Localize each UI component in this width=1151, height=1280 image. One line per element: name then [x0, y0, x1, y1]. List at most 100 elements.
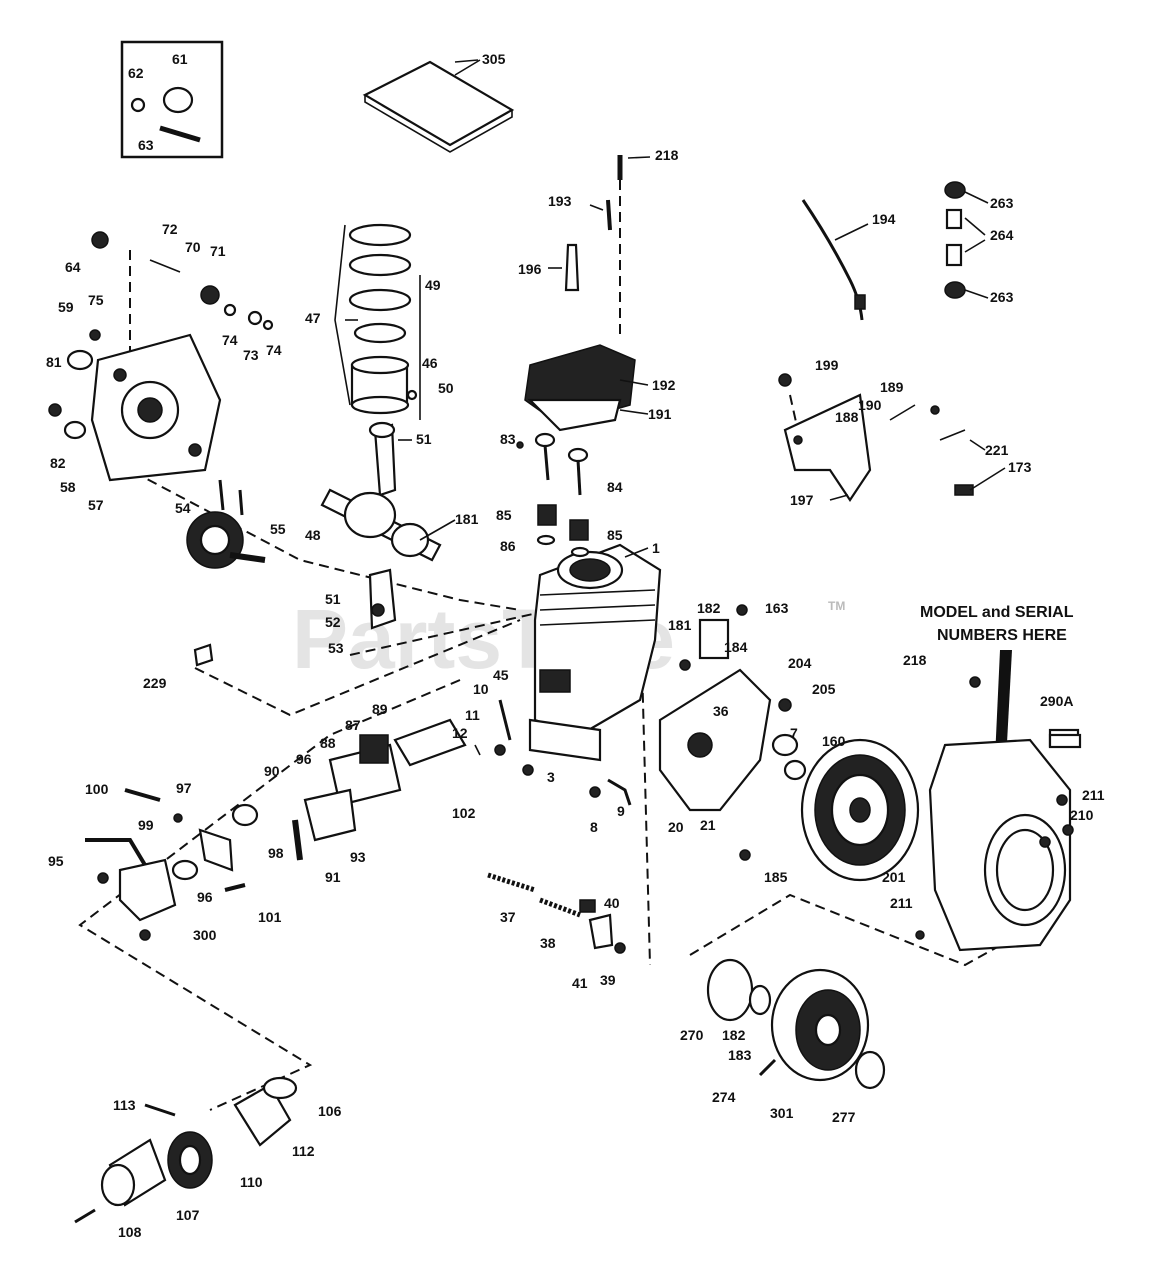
label-12: 12	[452, 725, 468, 741]
label-82: 82	[50, 455, 66, 471]
label-101: 101	[258, 909, 282, 925]
label-182-a: 182	[697, 600, 721, 616]
label-185: 185	[764, 869, 788, 885]
label-182-b: 182	[722, 1027, 746, 1043]
label-7: 7	[790, 725, 798, 741]
label-274: 274	[712, 1089, 736, 1105]
label-264: 264	[990, 227, 1014, 243]
label-91: 91	[325, 869, 341, 885]
label-112: 112	[292, 1143, 315, 1159]
label-62: 62	[128, 65, 144, 81]
label-50: 50	[438, 380, 454, 396]
label-99: 99	[138, 817, 154, 833]
label-63: 63	[138, 137, 154, 153]
label-20: 20	[668, 819, 684, 835]
label-71: 71	[210, 243, 226, 259]
label-38: 38	[540, 935, 556, 951]
label-81: 81	[46, 354, 62, 370]
label-40: 40	[604, 895, 620, 911]
gasket-set-305	[362, 59, 515, 153]
label-106: 106	[318, 1103, 342, 1119]
label-100: 100	[85, 781, 109, 797]
label-221: 221	[985, 442, 1009, 458]
serial-note-line2: NUMBERS HERE	[937, 627, 1067, 644]
label-181-a: 181	[455, 511, 479, 527]
label-98: 98	[268, 845, 284, 861]
label-11: 11	[465, 707, 480, 723]
label-59: 59	[58, 299, 74, 315]
label-211-a: 211	[1082, 787, 1105, 803]
label-218-b: 218	[903, 652, 927, 668]
label-204: 204	[788, 655, 812, 671]
watermark-trademark: TM	[828, 599, 845, 613]
label-53: 53	[328, 640, 344, 656]
label-85-b: 85	[607, 527, 623, 543]
label-263-top: 263	[990, 195, 1014, 211]
label-205: 205	[812, 681, 836, 697]
label-55: 55	[270, 521, 286, 537]
flywheel	[800, 738, 920, 882]
label-181-b: 181	[668, 617, 692, 633]
label-190: 190	[858, 397, 882, 413]
label-188: 188	[835, 409, 859, 425]
cylinder-head	[524, 155, 636, 558]
label-194: 194	[872, 211, 896, 227]
cylinder-block	[522, 543, 662, 776]
label-64: 64	[65, 259, 81, 275]
label-41: 41	[572, 975, 588, 991]
label-197: 197	[790, 492, 814, 508]
label-163: 163	[765, 600, 789, 616]
label-184: 184	[724, 639, 748, 655]
label-90: 90	[264, 763, 280, 779]
label-58: 58	[60, 479, 76, 495]
label-113: 113	[113, 1097, 136, 1113]
carburetor-assembly	[85, 718, 467, 941]
label-45: 45	[493, 667, 509, 683]
label-61: 61	[172, 51, 188, 67]
label-108: 108	[118, 1224, 142, 1240]
crankshaft-assembly	[186, 421, 456, 667]
label-9: 9	[617, 803, 625, 819]
label-96-b: 96	[197, 889, 213, 905]
blower-housing	[928, 728, 1080, 952]
air-cleaner	[74, 1076, 298, 1224]
label-183: 183	[728, 1047, 752, 1063]
label-110: 110	[240, 1174, 263, 1190]
label-300: 300	[193, 927, 217, 943]
label-83: 83	[500, 431, 516, 447]
misc-parts	[516, 441, 1082, 940]
label-75: 75	[88, 292, 104, 308]
label-1: 1	[652, 540, 660, 556]
label-160: 160	[822, 733, 846, 749]
piston-assembly	[334, 223, 418, 415]
label-84: 84	[607, 479, 623, 495]
governor-parts	[474, 699, 632, 954]
label-107: 107	[176, 1207, 200, 1223]
label-191: 191	[648, 406, 672, 422]
label-270: 270	[680, 1027, 704, 1043]
label-88: 88	[320, 735, 336, 751]
label-8: 8	[590, 819, 598, 835]
label-290A: 290A	[1040, 693, 1073, 709]
label-48: 48	[305, 527, 321, 543]
label-39: 39	[600, 972, 616, 988]
label-52: 52	[325, 614, 341, 630]
label-192: 192	[652, 377, 676, 393]
label-10: 10	[473, 681, 489, 697]
label-173: 173	[1008, 459, 1032, 475]
label-218: 218	[655, 147, 679, 163]
part-labels: 305 61 62 63 218 193 196 194 263 264 263…	[46, 51, 1105, 1240]
label-305: 305	[482, 51, 506, 67]
label-72: 72	[162, 221, 178, 237]
crankcase-cover	[48, 231, 274, 482]
label-96: 96	[296, 751, 312, 767]
label-199: 199	[815, 357, 839, 373]
leader-lines	[345, 59, 1006, 558]
label-97: 97	[176, 780, 192, 796]
label-93: 93	[350, 849, 366, 865]
label-70: 70	[185, 239, 201, 255]
label-21: 21	[700, 817, 716, 833]
label-210: 210	[1070, 807, 1094, 823]
label-189: 189	[880, 379, 904, 395]
